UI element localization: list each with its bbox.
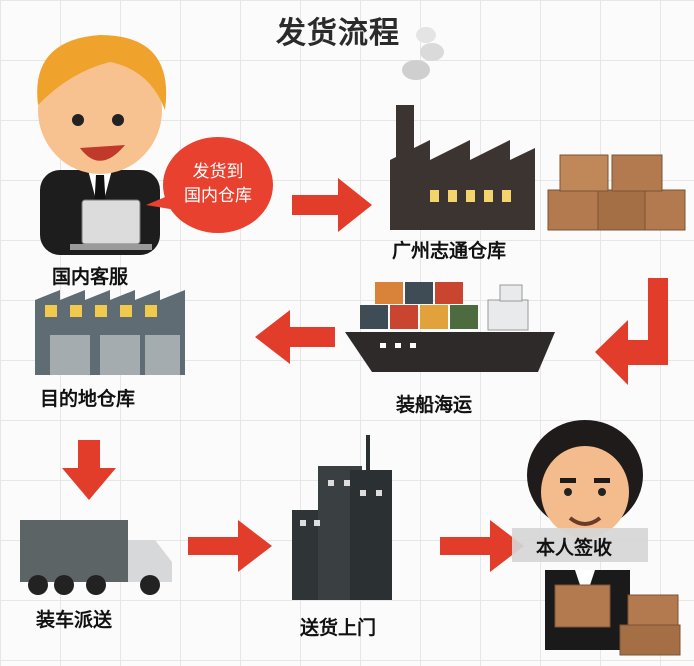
- bubble-line-2: 国内仓库: [184, 186, 252, 206]
- customer-service-person-icon: [37, 35, 167, 255]
- arrow-elbow-down-left: [595, 278, 668, 385]
- cardboard-boxes-icon: [547, 154, 686, 231]
- speech-bubble: [146, 137, 273, 233]
- arrow-down-3: [62, 440, 116, 500]
- cargo-ship-icon: [345, 282, 555, 372]
- step-signed-by-self: 本人签收: [536, 537, 613, 559]
- arrow-left-2: [255, 310, 335, 364]
- warehouse-icon: [35, 290, 185, 375]
- factory-icon: [390, 27, 535, 230]
- speech-bubble-text: 发货到 国内仓库: [170, 160, 266, 208]
- arrow-right-4: [188, 520, 272, 572]
- step-domestic-service: 国内客服: [52, 266, 129, 288]
- step-door-delivery: 送货上门: [300, 617, 377, 639]
- step-destination-warehouse: 目的地仓库: [40, 388, 136, 410]
- bubble-line-1: 发货到: [192, 162, 244, 182]
- buildings-icon: [292, 435, 392, 600]
- truck-icon: [20, 520, 172, 595]
- step-truck-delivery: 装车派送: [36, 609, 113, 631]
- arrow-right-1: [292, 178, 372, 232]
- step-guangzhou-warehouse: 广州志通仓库: [392, 240, 507, 262]
- diagram-title: 发货流程: [276, 16, 400, 51]
- signature-banner: [512, 528, 648, 562]
- recipient-person-icon: [527, 420, 681, 656]
- arrow-right-5: [440, 520, 524, 572]
- step-shipping: 装船海运: [396, 394, 473, 416]
